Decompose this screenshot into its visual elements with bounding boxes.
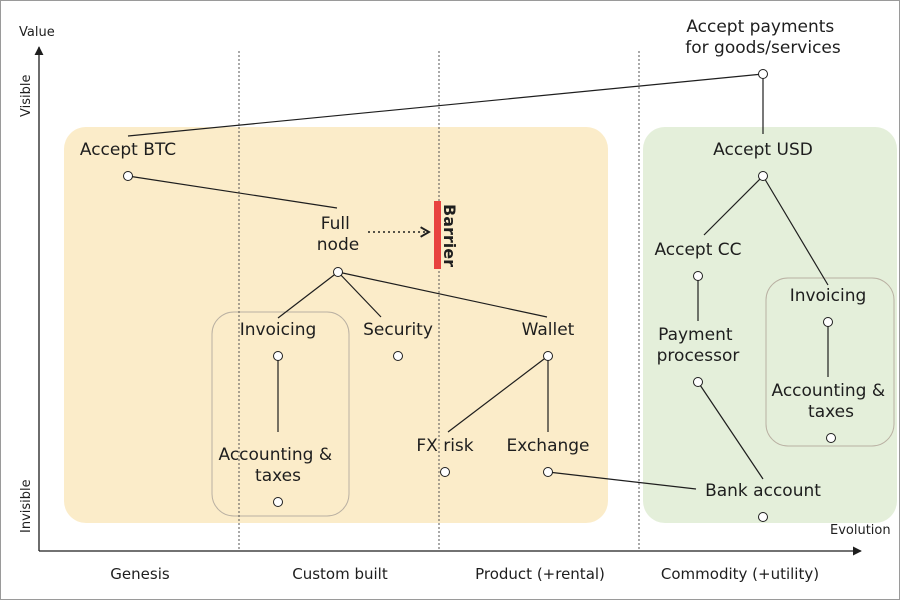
node-bank-account[interactable] xyxy=(758,512,768,522)
node-payment-processor[interactable] xyxy=(693,377,703,387)
label-invoicing-btc: Invoicing xyxy=(240,320,317,340)
invisible-label: Invisible xyxy=(19,479,34,533)
btc-accounting-group xyxy=(211,311,350,517)
node-accept-usd[interactable] xyxy=(758,171,768,181)
node-accounting-usd[interactable] xyxy=(826,433,836,443)
barrier-label: Barrier xyxy=(440,204,459,267)
label-accounting-usd: Accounting & taxes xyxy=(772,381,891,422)
node-fx-risk[interactable] xyxy=(440,467,450,477)
node-wallet[interactable] xyxy=(543,351,553,361)
label-wallet: Wallet xyxy=(522,320,575,340)
label-accept-cc: Accept CC xyxy=(654,240,741,260)
link-usd-cc xyxy=(703,175,764,236)
evolution-axis-label: Evolution xyxy=(830,523,891,538)
node-accept-cc[interactable] xyxy=(693,271,703,281)
link-fullnode-invoicing xyxy=(277,271,339,319)
link-btc-fullnode xyxy=(127,175,338,209)
link-payments-btc xyxy=(127,73,764,137)
link-fullnode-security xyxy=(337,271,382,318)
barrier-bar xyxy=(434,201,441,269)
link-processor-bank xyxy=(697,381,764,480)
node-security[interactable] xyxy=(393,351,403,361)
stage-label-custom-built: Custom built xyxy=(292,565,388,583)
stage-label-commodity: Commodity (+utility) xyxy=(661,565,819,583)
label-security: Security xyxy=(363,320,433,340)
node-full-node[interactable] xyxy=(333,267,343,277)
usd-region xyxy=(643,127,897,523)
label-payment-processor: Payment processor xyxy=(657,325,740,366)
btc-region xyxy=(64,127,608,523)
stage-label-product: Product (+rental) xyxy=(475,565,605,583)
label-bank-account: Bank account xyxy=(705,481,821,501)
label-fx-risk: FX risk xyxy=(416,436,473,456)
visible-label: Visible xyxy=(19,75,34,117)
node-accept-payments[interactable] xyxy=(758,69,768,79)
usd-invoicing-group xyxy=(765,277,895,447)
stage-label-genesis: Genesis xyxy=(110,565,170,583)
node-accounting-btc[interactable] xyxy=(273,497,283,507)
node-invoicing-btc[interactable] xyxy=(273,351,283,361)
label-invoicing-usd: Invoicing xyxy=(790,286,867,306)
link-fullnode-wallet xyxy=(337,271,548,318)
node-exchange[interactable] xyxy=(543,467,553,477)
dependency-links xyxy=(127,73,829,490)
label-accounting-btc: Accounting & taxes xyxy=(219,445,338,486)
value-axis-label: Value xyxy=(19,25,55,40)
component-nodes xyxy=(123,69,836,522)
label-accept-btc: Accept BTC xyxy=(80,140,176,160)
link-exchange-bank xyxy=(547,471,697,490)
label-accept-payments: Accept payments for goods/services xyxy=(685,17,841,58)
node-accept-btc[interactable] xyxy=(123,171,133,181)
label-full-node: Full node xyxy=(317,214,359,255)
label-exchange: Exchange xyxy=(506,436,589,456)
link-wallet-fxrisk xyxy=(447,355,549,433)
node-invoicing-usd[interactable] xyxy=(823,317,833,327)
link-usd-invoicing xyxy=(762,175,829,286)
label-accept-usd: Accept USD xyxy=(713,140,813,160)
